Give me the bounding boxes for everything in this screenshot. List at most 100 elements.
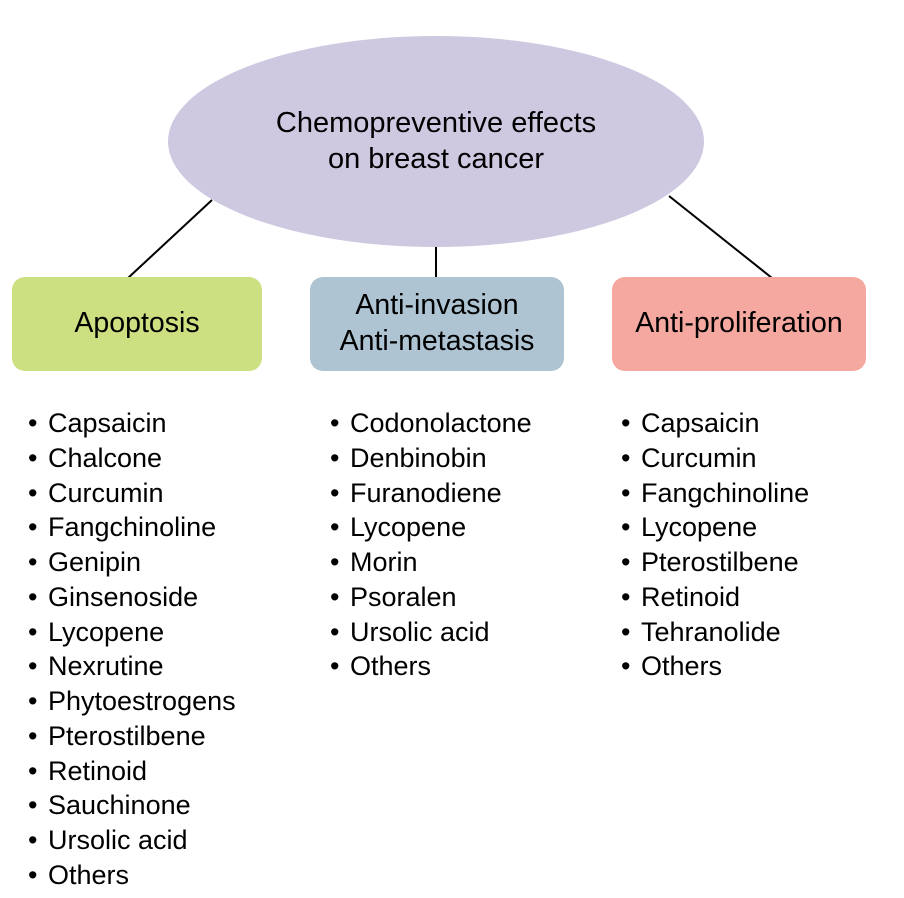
list-item: • Others <box>621 649 809 684</box>
list-item: • Pterostilbene <box>621 545 809 580</box>
list-item: •Nexrutine <box>28 649 236 684</box>
list-item: • Lycopene <box>621 510 809 545</box>
list-item: • Morin <box>330 545 532 580</box>
bullet-icon: • <box>28 755 38 786</box>
compound-name: Curcumin <box>641 442 757 473</box>
bullet-icon: • <box>330 581 340 612</box>
compound-name: Ursolic acid <box>350 616 490 647</box>
bullet-icon: • <box>330 616 340 647</box>
compound-name: Retinoid <box>48 755 148 786</box>
list-item: • Retinoid <box>28 754 236 789</box>
bullet-icon: • <box>28 720 38 751</box>
list-item: • Others <box>28 858 236 893</box>
list-item: • Denbinobin <box>330 441 532 476</box>
list-item: • Codonolactone <box>330 406 532 441</box>
category-box-anti-proliferation: Anti-proliferation <box>612 277 866 371</box>
compound-name: Morin <box>350 547 418 577</box>
compound-name: Denbinobin <box>350 442 487 473</box>
bullet-icon: • <box>28 686 38 716</box>
compound-name: Furanodiene <box>350 477 502 508</box>
list-item: • Capsaicin <box>621 406 809 441</box>
compound-name: Retinoid <box>641 581 741 612</box>
category-box-anti-invasion-anti-metastasis: Anti-invasion Anti-metastasis <box>310 277 564 371</box>
bullet-icon: • <box>621 616 631 647</box>
bullet-icon: • <box>621 581 631 612</box>
bullet-icon: • <box>330 651 340 682</box>
list-item: • Sauchinone <box>28 788 236 823</box>
bullet-icon: • <box>28 825 38 855</box>
compound-name: Pterostilbene <box>48 720 206 751</box>
list-item: • Lycopene <box>330 510 532 545</box>
compound-name: Others <box>48 859 130 890</box>
category-box-apoptosis: Apoptosis <box>12 277 262 371</box>
bullet-icon: • <box>330 547 340 577</box>
list-item: • Chalcone <box>28 441 236 476</box>
list-item: • Fangchinoline <box>28 510 236 545</box>
list-item: • Pterostilbene <box>28 719 236 754</box>
list-item: • Ursolic acid <box>28 823 236 858</box>
list-item: • Ginsenoside <box>28 580 236 615</box>
connector-left <box>127 199 213 279</box>
bullet-icon: • <box>621 547 631 577</box>
bullet-icon: • <box>28 408 38 438</box>
bullet-icon: • <box>330 442 340 473</box>
bullet-icon: • <box>330 477 340 508</box>
list-item: • Fangchinoline <box>621 476 809 511</box>
root-title-line2: on breast cancer <box>327 142 544 175</box>
compound-name: Pterostilbene <box>641 547 799 577</box>
bullet-icon: • <box>28 651 38 682</box>
compound-name: Others <box>350 651 432 682</box>
compound-name: Lycopene <box>350 512 467 543</box>
compound-name: Ursolic acid <box>48 825 188 855</box>
category-label-anti-invasion: Anti-invasion <box>355 289 519 322</box>
bullet-icon: • <box>28 616 38 647</box>
list-item: • Furanodiene <box>330 476 532 511</box>
list-item: • Retinoid <box>621 580 809 615</box>
list-item: •Capsaicin <box>28 406 236 441</box>
compound-name: Others <box>641 651 723 682</box>
connector-right <box>668 195 773 279</box>
compound-name: Capsaicin <box>641 408 760 438</box>
compound-name: Tehranolide <box>641 616 781 647</box>
bullet-icon: • <box>28 477 38 508</box>
compound-name: Fangchinoline <box>641 477 810 508</box>
bullet-icon: • <box>621 408 631 438</box>
bullet-icon: • <box>28 512 38 543</box>
compound-name: Curcumin <box>48 477 164 508</box>
compound-name: Ginsenoside <box>48 581 199 612</box>
compound-name: Lycopene <box>48 616 165 647</box>
bullet-icon: • <box>28 790 38 821</box>
category-label-apoptosis: Apoptosis <box>74 307 200 340</box>
list-item: • Tehranolide <box>621 615 809 650</box>
compound-name: Lycopene <box>641 512 758 543</box>
bullet-icon: • <box>621 477 631 508</box>
list-item: •Genipin <box>28 545 236 580</box>
root-title-line1: Chemopreventive effects <box>275 106 597 139</box>
compound-name: Codonolactone <box>350 408 532 438</box>
bullet-icon: • <box>621 651 631 682</box>
compound-name: Phytoestrogens <box>48 686 236 716</box>
bullet-icon: • <box>621 512 631 543</box>
bullet-icon: • <box>621 442 631 473</box>
bullet-icon: • <box>28 442 38 473</box>
list-item: • Ursolic acid <box>330 615 532 650</box>
apoptosis-compound-list: •Capsaicin•Chalcone•Curcumin•Fangchinoli… <box>28 406 236 893</box>
compound-name: Psoralen <box>350 581 457 612</box>
compound-name: Chalcone <box>48 442 163 473</box>
compound-name: Fangchinoline <box>48 512 217 543</box>
list-item: • Curcumin <box>28 476 236 511</box>
list-item: • Lycopene <box>28 615 236 650</box>
compound-name: Sauchinone <box>48 790 191 821</box>
bullet-icon: • <box>28 859 38 890</box>
bullet-icon: • <box>28 547 38 577</box>
bullet-icon: • <box>330 512 340 543</box>
root-node-ellipse: Chemopreventive effects on breast cancer <box>168 36 704 247</box>
anti-invasion-compound-list: • Codonolactone • Denbinobin • Furanodiene • Ly… <box>330 406 532 684</box>
anti-proliferation-compound-list: • Capsaicin • Curcumin • Fangchinoline • Lycope… <box>621 406 809 684</box>
list-item: • Phytoestrogens <box>28 684 236 719</box>
category-label-anti-proliferation: Anti-proliferation <box>635 307 843 340</box>
bullet-icon: • <box>28 581 38 612</box>
list-item: • Psoralen <box>330 580 532 615</box>
bullet-icon: • <box>330 408 340 438</box>
